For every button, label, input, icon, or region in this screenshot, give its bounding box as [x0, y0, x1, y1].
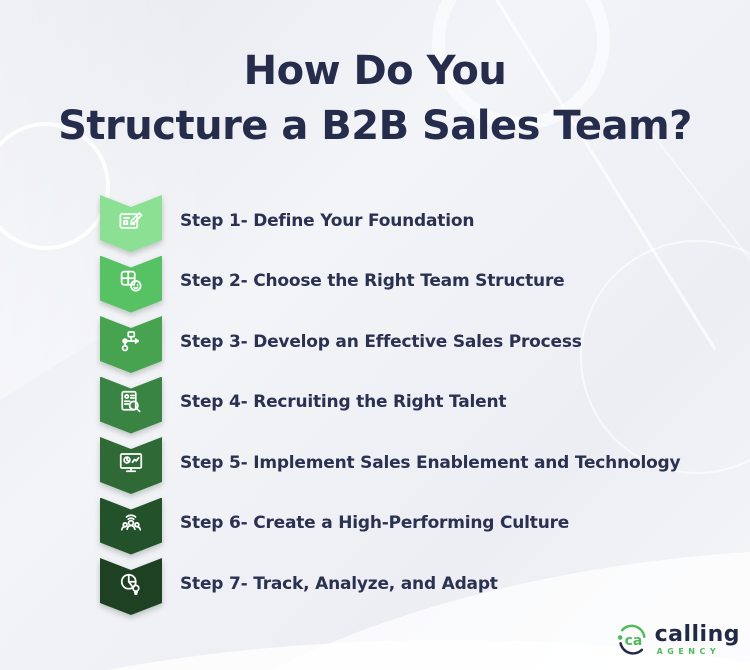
step-label: Step 7- Track, Analyze, and Adapt — [180, 573, 498, 594]
step-row: Step 5- Implement Sales Enablement and T… — [100, 437, 681, 494]
step-label: Step 5- Implement Sales Enablement and T… — [180, 452, 681, 473]
step-row: Step 3- Develop an Effective Sales Proce… — [100, 316, 680, 373]
calling-agency-logo: ca calling AGENCY — [614, 622, 740, 658]
logo-monogram-text: ca — [624, 633, 642, 649]
step-badge — [100, 497, 162, 555]
step-row: Step 7- Track, Analyze, and Adapt — [100, 558, 680, 615]
page-title: How Do You Structure a B2B Sales Team? — [0, 44, 750, 154]
steps-list: Step 1- Define Your Foundation Step 2- C… — [100, 195, 681, 619]
step-label: Step 6- Create a High-Performing Culture — [180, 513, 570, 533]
process-flow-icon — [116, 328, 146, 362]
step-label: Step 1- Define Your Foundation — [180, 210, 475, 231]
step-label: Step 2- Choose the Right Team Structure — [180, 271, 565, 291]
logo-subtitle: AGENCY — [656, 647, 721, 656]
step-row: Step 6- Create a High-Performing Culture — [100, 497, 680, 555]
monitor-analytics-icon — [116, 449, 146, 483]
step-row: Step 2- Choose the Right Team Structure — [100, 255, 680, 313]
step-label: Step 4- Recruiting the Right Talent — [180, 392, 507, 412]
step-badge — [100, 376, 162, 434]
step-badge — [100, 195, 162, 252]
step-label: Step 3- Develop an Effective Sales Proce… — [180, 331, 582, 352]
title-line-1: How Do You — [243, 48, 507, 94]
resume-search-icon — [116, 388, 146, 422]
step-badge — [100, 437, 162, 494]
title-line-2: Structure a B2B Sales Team? — [58, 103, 692, 149]
edit-plan-icon — [116, 207, 146, 241]
headset-monogram-icon: ca — [617, 624, 646, 655]
step-badge — [100, 316, 162, 373]
step-row: Step 4- Recruiting the Right Talent — [100, 376, 680, 434]
logo-name: calling — [654, 622, 740, 647]
step-row: Step 1- Define Your Foundation — [100, 195, 680, 252]
step-badge — [100, 558, 162, 615]
team-structure-icon — [116, 267, 146, 301]
team-culture-icon — [116, 509, 146, 543]
step-badge — [100, 255, 162, 313]
pie-insight-icon — [116, 570, 146, 604]
